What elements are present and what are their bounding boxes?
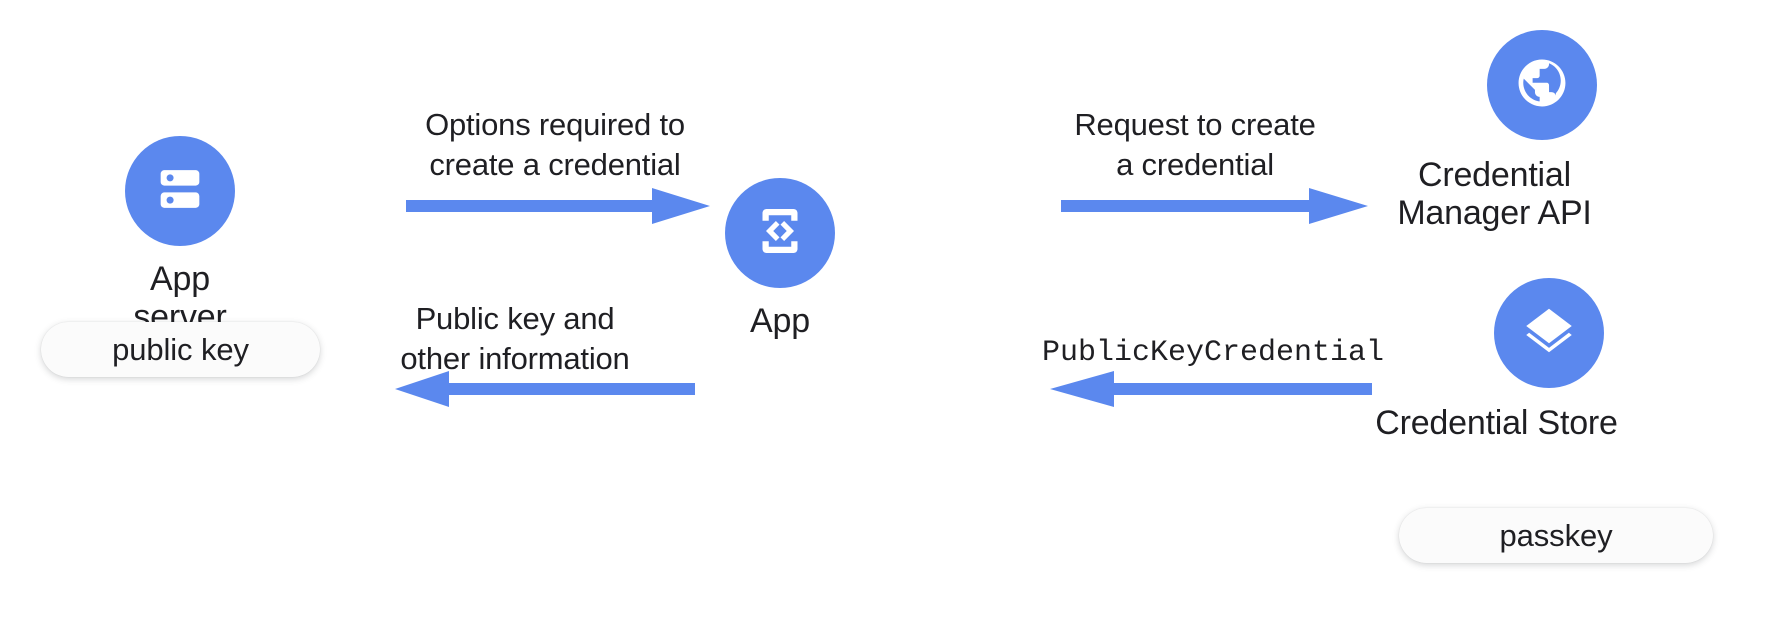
credential-manager-api-circle — [1487, 30, 1597, 140]
chip-public-key-text: public key — [112, 331, 249, 367]
layers-icon — [1519, 301, 1579, 366]
flow-label-public-key-and-other-information: Public key and other information — [400, 301, 630, 376]
app-label: App — [750, 302, 810, 340]
flow-label-public-key-credential: PublicKeyCredential — [1041, 336, 1385, 370]
credential-manager-api-label: Credential Manager API — [1397, 156, 1592, 233]
globe-icon — [1513, 54, 1571, 117]
arrow-request-to-create — [1061, 186, 1368, 226]
chip-public-key: public key — [41, 322, 320, 377]
node-app-server: App server — [104, 136, 256, 336]
flow-label-options-required: Options required to create a credential — [425, 107, 685, 182]
chip-passkey: passkey — [1399, 508, 1713, 563]
phone-code-icon — [750, 201, 810, 266]
server-icon — [151, 160, 209, 223]
node-credential-store: Credential Store — [1375, 278, 1618, 442]
app-circle — [725, 178, 835, 288]
arrow-public-key-and-other-information — [395, 369, 695, 409]
app-server-circle — [125, 136, 235, 246]
flow-label-request-to-create: Request to create a credential — [1074, 107, 1316, 182]
arrow-public-key-credential — [1050, 369, 1372, 409]
credential-store-label: Credential Store — [1375, 404, 1618, 442]
arrow-options-required — [406, 186, 710, 226]
node-credential-manager-api: Credential Manager API — [1397, 30, 1597, 232]
credential-store-circle — [1494, 278, 1604, 388]
node-app: App — [725, 178, 835, 340]
chip-passkey-text: passkey — [1499, 517, 1613, 553]
